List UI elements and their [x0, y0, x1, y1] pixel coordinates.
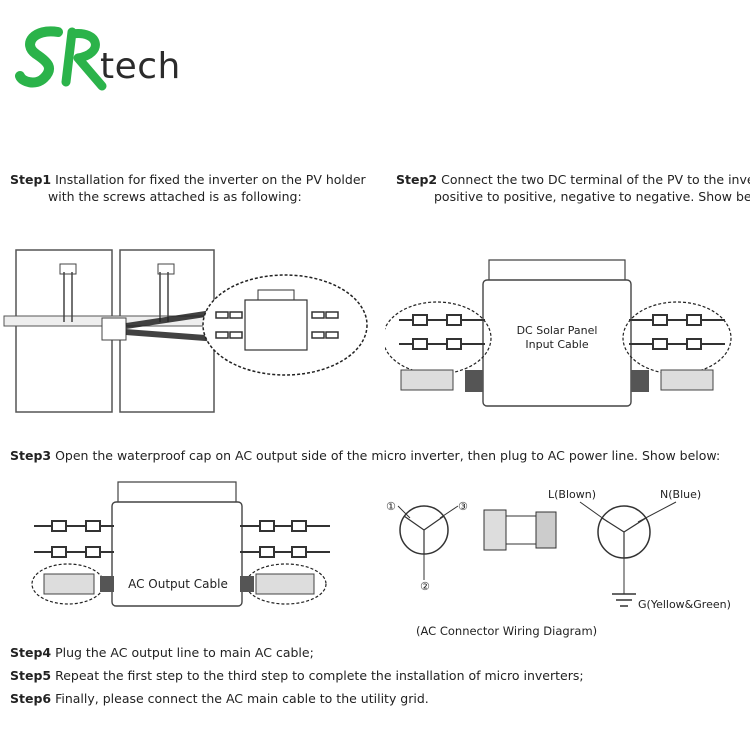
step3-text: Step3 Open the waterproof cap on AC outp… [10, 447, 720, 464]
ac-cap-left [43, 573, 95, 595]
step4-label: Step4 [10, 645, 52, 660]
figure-ac-connector: ① ③ ② L(Blown) N(Blue) G(Yellow&Green) (… [386, 488, 731, 638]
ac-output-label: AC Output Cable [128, 577, 228, 591]
step5-label: Step5 [10, 668, 52, 683]
dc-label-line2: Input Cable [525, 338, 588, 351]
step4-text: Step4 Plug the AC output line to main AC… [10, 644, 314, 661]
ground-icon [612, 593, 636, 607]
step2-label: Step2 [396, 172, 438, 187]
figure-pv-mounting [3, 249, 368, 413]
pin3-label: ③ [458, 500, 468, 513]
step2-line2: positive to positive, negative to negati… [434, 189, 750, 204]
step2-line1: Connect the two DC terminal of the PV to… [441, 172, 750, 187]
step5-body: Repeat the first step to the third step … [55, 668, 584, 683]
step3-body: Open the waterproof cap on AC output sid… [55, 448, 721, 463]
n-blue-label: N(Blue) [660, 488, 701, 501]
dc-ellipse-right [622, 301, 732, 375]
ac-cap-right [255, 573, 315, 595]
step3-label: Step3 [10, 448, 52, 463]
step1-line2: with the screws attached is as following… [48, 189, 302, 204]
step1-text: Step1 Installation for fixed the inverte… [10, 171, 366, 205]
dc-ellipse-left [385, 301, 492, 375]
step2-text: Step2 Connect the two DC terminal of the… [396, 171, 750, 205]
figure-ac-output: AC Output Cable [31, 481, 330, 607]
g-yellow-green-label: G(Yellow&Green) [638, 598, 731, 611]
step1-label: Step1 [10, 172, 52, 187]
pin2-label: ② [420, 580, 430, 593]
step6-body: Finally, please connect the AC main cabl… [55, 691, 429, 706]
step6-label: Step6 [10, 691, 52, 706]
step5-text: Step5 Repeat the first step to the third… [10, 667, 584, 684]
ac-connector-right [660, 369, 714, 391]
brand-name: tech [100, 46, 181, 87]
step1-line1: Installation for fixed the inverter on t… [55, 172, 366, 187]
ac-connector-left [400, 369, 454, 391]
connector-caption: (AC Connector Wiring Diagram) [416, 624, 597, 638]
pin1-label: ① [386, 500, 396, 513]
mini-inverter [101, 317, 127, 341]
figure-dc-connection: DC Solar Panel Input Cable [385, 259, 732, 407]
dc-label-line1: DC Solar Panel [517, 324, 598, 337]
zoom-inverter-body [244, 299, 308, 351]
brand-logo [15, 26, 107, 91]
l-blown-label: L(Blown) [548, 488, 596, 501]
ac-inverter-body [111, 501, 243, 607]
step4-body: Plug the AC output line to main AC cable… [55, 645, 314, 660]
step6-text: Step6 Finally, please connect the AC mai… [10, 690, 429, 707]
